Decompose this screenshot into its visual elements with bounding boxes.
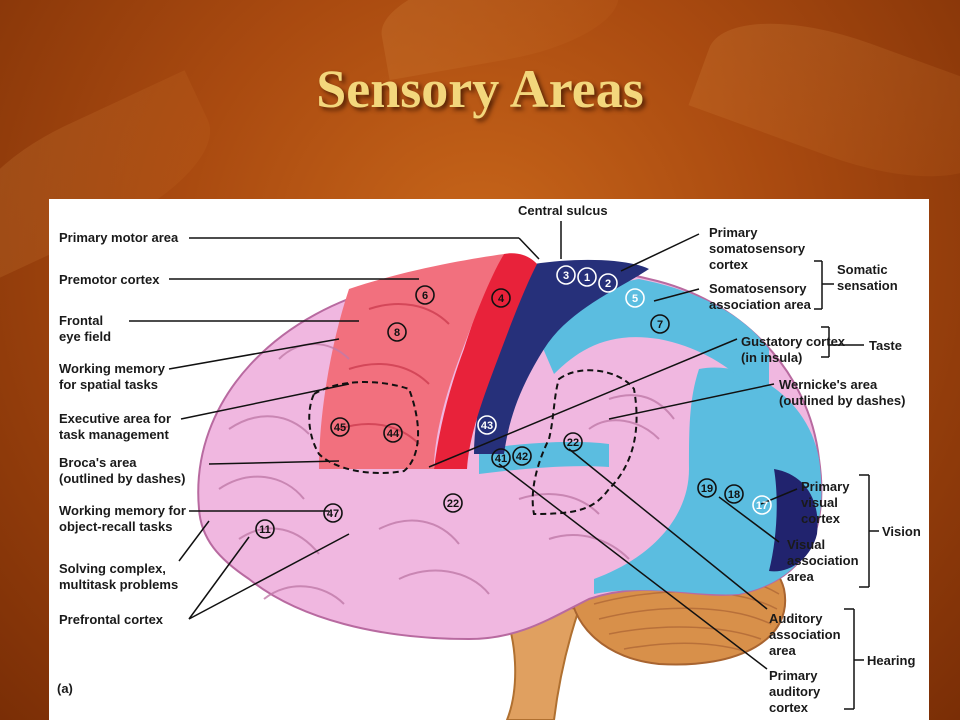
brodmann-number: 18 <box>728 489 740 501</box>
brodmann-marker <box>598 273 618 293</box>
brocas-area-label: Broca's area (outlined by dashes) <box>59 455 186 486</box>
premotor-folds <box>338 303 450 445</box>
brodmann-number: 8 <box>394 327 400 339</box>
primary-auditory-cortex-label: Primary auditory cortex <box>769 668 821 715</box>
working-memory-object-label: Working memory for object-recall tasks <box>59 503 186 534</box>
primary-visual-cortex <box>769 469 818 572</box>
brodmann-marker <box>491 288 511 308</box>
brodmann-number: 1 <box>584 272 590 284</box>
auditory-association-label: Auditory association area <box>769 611 841 658</box>
primary-motor-area <box>434 253 537 469</box>
panel-label: (a) <box>57 681 73 696</box>
brodmann-marker <box>697 478 717 498</box>
gustatory-cortex-label: Gustatory cortex (in insula) <box>741 334 846 365</box>
visual-association-label: Visual association area <box>787 537 859 584</box>
brodmann-number: 44 <box>387 428 400 440</box>
hearing-group-label: Hearing <box>867 653 916 668</box>
brodmann-marker <box>383 423 403 443</box>
brodmann-number: 42 <box>516 451 528 463</box>
wernickes-area-outline <box>531 369 638 516</box>
brodmann-marker <box>255 519 275 539</box>
brodmann-marker <box>387 322 407 342</box>
brain-diagram: 3 1 2 5 7 6 4 8 45 44 43 41 42 22 22 47 11 19 18 17 <box>129 221 879 720</box>
frontal-eye-field-label: Frontal eye field <box>59 313 112 344</box>
brodmann-marker <box>625 288 645 308</box>
brodmann-number: 5 <box>632 293 638 305</box>
primary-visual-cortex-label: Primary visual cortex <box>801 479 850 526</box>
taste-group-label: Taste <box>869 338 902 353</box>
brodmann-marker <box>752 495 772 515</box>
brodmann-marker <box>491 448 511 468</box>
brain-figure: 3 1 2 5 7 6 4 8 45 44 43 41 42 22 22 47 11 19 18 17 Primary… <box>49 199 929 720</box>
brodmann-marker <box>323 503 343 523</box>
brodmann-marker <box>477 415 497 435</box>
brodmann-marker <box>563 432 583 452</box>
brodmann-number: 4 <box>498 293 505 305</box>
solving-problems-label: Solving complex, multitask problems <box>59 561 179 592</box>
brodmann-marker <box>577 267 597 287</box>
brodmann-marker <box>443 493 463 513</box>
brocas-area-outline <box>308 381 420 474</box>
slide-title: Sensory Areas <box>316 59 644 119</box>
prefrontal-cortex-label: Prefrontal cortex <box>59 612 164 627</box>
brodmann-marker <box>724 484 744 504</box>
gyri-lines <box>218 343 675 605</box>
executive-area-label: Executive area for task management <box>59 411 172 442</box>
brodmann-number: 41 <box>495 453 507 465</box>
somatic-sensation-group-label: Somatic sensation <box>837 262 898 293</box>
brodmann-marker <box>330 417 350 437</box>
brodmann-number: 22 <box>567 437 579 449</box>
brodmann-number: 47 <box>327 508 339 520</box>
brodmann-marker <box>415 285 435 305</box>
brodmann-number: 19 <box>701 483 713 495</box>
premotor-cortex-label: Premotor cortex <box>59 272 160 287</box>
primary-motor-area-label: Primary motor area <box>59 230 179 245</box>
somatosensory-association-area <box>539 279 769 404</box>
brodmann-number: 17 <box>756 500 768 512</box>
brodmann-marker <box>650 314 670 334</box>
brodmann-marker <box>556 265 576 285</box>
brodmann-number: 7 <box>657 319 663 331</box>
vision-group-label: Vision <box>882 524 921 539</box>
brodmann-number: 3 <box>563 270 569 282</box>
somatosensory-association-label: Somatosensory association area <box>709 281 811 312</box>
premotor-cortex <box>319 254 504 469</box>
brodmann-number: 43 <box>481 420 493 432</box>
wernickes-area-label: Wernicke's area (outlined by dashes) <box>779 377 906 408</box>
brodmann-number: 45 <box>334 422 346 434</box>
working-memory-spatial-label: Working memory for spatial tasks <box>59 361 165 392</box>
primary-somatosensory-label: Primary somatosensory cortex <box>709 225 806 272</box>
brodmann-number: 2 <box>605 278 611 290</box>
leader-lines <box>129 221 879 710</box>
visual-association-area <box>594 367 822 595</box>
brodmann-number: 11 <box>259 524 271 536</box>
central-sulcus-label: Central sulcus <box>518 203 608 218</box>
brodmann-number: 6 <box>422 290 428 302</box>
primary-somatosensory-cortex <box>474 259 649 454</box>
brodmann-marker <box>512 446 532 466</box>
brodmann-number: 22 <box>447 498 459 510</box>
brodmann-number-layer: 3 1 2 5 7 6 4 8 45 44 43 41 42 22 22 47 11 19 18 17 <box>255 265 772 539</box>
